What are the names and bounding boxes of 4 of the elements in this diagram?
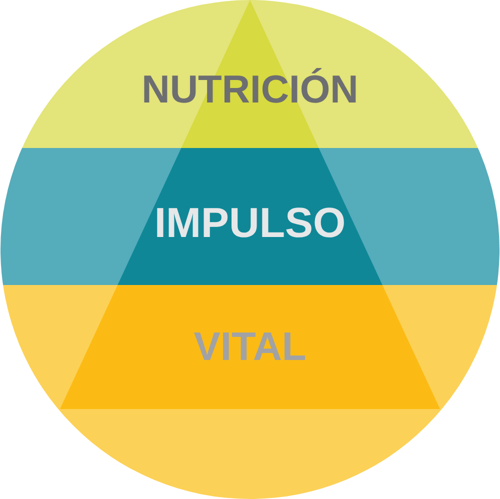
tier-label: VITAL <box>194 327 306 367</box>
tier-label: NUTRICIÓN <box>142 70 358 110</box>
tier-label: IMPULSO <box>154 202 346 244</box>
pyramid-tier <box>0 148 500 285</box>
